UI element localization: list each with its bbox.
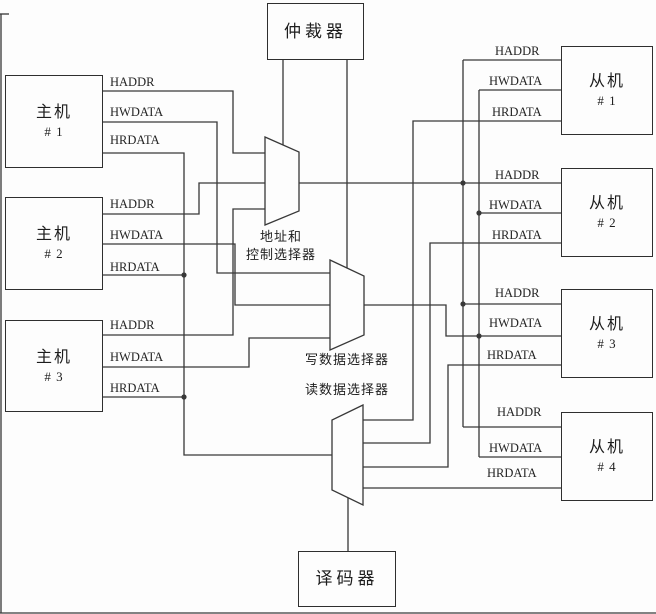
hrdata-bus-master2-junction [181,272,187,278]
decoder-block-label: 译码器 [315,569,379,588]
master1-hrdata-label: HRDATA [110,133,160,147]
slave-1-block: 从机 # 1 [561,46,653,135]
decoder-block: 译码器 [298,551,396,607]
master3-hrdata-label: HRDATA [110,381,160,395]
master2-hwdata-wire [103,243,330,306]
master-1-block-label-line2: # 1 [44,124,64,139]
slave-3-block: 从机 # 3 [561,289,653,378]
arbiter-block: 仲裁器 [267,3,364,60]
slave4-haddr-label: HADDR [497,405,542,419]
master-1-block: 主机 # 1 [5,75,103,168]
master-3-block-label-line2: # 3 [44,368,64,384]
arbiter-block-label: 仲裁器 [284,21,347,41]
slave2-hrdata-wire [363,242,561,444]
slave-4-block-label: 从机 [588,439,625,456]
read-data-return-wire [103,152,332,456]
address-control-mux-label-line1: 地址和 [259,229,303,244]
master-1-block-label: 主机 [35,104,72,121]
master1-haddr-label: HADDR [110,75,155,89]
slave-3-block-label: 从机 [588,316,625,333]
address-control-mux [264,136,300,226]
master1-hwdata-wire [103,121,330,274]
slave-2-block-label: 从机 [588,195,625,212]
slave2-hrdata-label: HRDATA [492,228,542,242]
master-3-block-label: 主机 [35,348,72,366]
read-data-mux [331,403,364,507]
slave1-hrdata-wire [363,120,561,421]
master-2-block: 主机 # 2 [5,197,103,290]
haddr-bus-slave3-junction [460,301,466,307]
master-2-block-label-line2: # 2 [44,246,64,261]
master3-hwdata-wire [103,337,330,368]
slave4-hrdata-label: HRDATA [487,466,537,480]
hrdata-bus-master3-junction [181,394,187,400]
slave1-hwdata-label: HWDATA [489,74,543,88]
master2-haddr-wire [103,182,265,215]
slave4-hwdata-label: HWDATA [489,441,543,455]
slave-4-block-label-line2: # 4 [597,459,617,474]
write-data-mux [329,258,365,351]
slave-3-block-label-line2: # 3 [597,336,617,351]
slave3-hrdata-wire [363,364,561,468]
slave1-hrdata-label: HRDATA [492,105,542,119]
master2-hwdata-label: HWDATA [110,228,164,242]
slave3-hwdata-label: HWDATA [489,316,543,330]
master-3-block: 主机 # 3 [5,320,103,412]
slave3-hrdata-label: HRDATA [487,348,537,362]
hwdata-bus-slave3-junction [476,333,482,339]
master3-haddr-label: HADDR [110,318,155,332]
master2-hrdata-label: HRDATA [110,260,160,274]
master2-haddr-label: HADDR [110,197,155,211]
slave3-haddr-label: HADDR [495,286,540,300]
slave2-hwdata-label: HWDATA [489,198,543,212]
wdata-mux-output-wire [364,304,561,337]
slave2-haddr-label: HADDR [495,168,540,182]
slave-2-block: 从机 # 2 [561,168,653,257]
master1-hwdata-label: HWDATA [110,105,164,119]
read-data-mux-label: 读数据选择器 [304,382,390,397]
master1-haddr-wire [103,90,265,154]
haddr-bus-slave2-junction [460,180,466,186]
address-control-mux-label-line2: 控制选择器 [245,247,317,262]
write-data-mux-label: 写数据选择器 [304,352,390,367]
hwdata-bus-slave2-junction [476,210,482,216]
master3-haddr-wire [103,208,265,336]
slave1-haddr-label: HADDR [495,44,540,58]
master3-hwdata-label: HWDATA [110,350,164,364]
slave-2-block-label-line2: # 2 [597,215,617,230]
master-2-block-label: 主机 [35,226,72,243]
slave-4-block: 从机 # 4 [561,412,653,501]
slave-1-block-label: 从机 [588,73,625,90]
slave-1-block-label-line2: # 1 [597,93,617,108]
